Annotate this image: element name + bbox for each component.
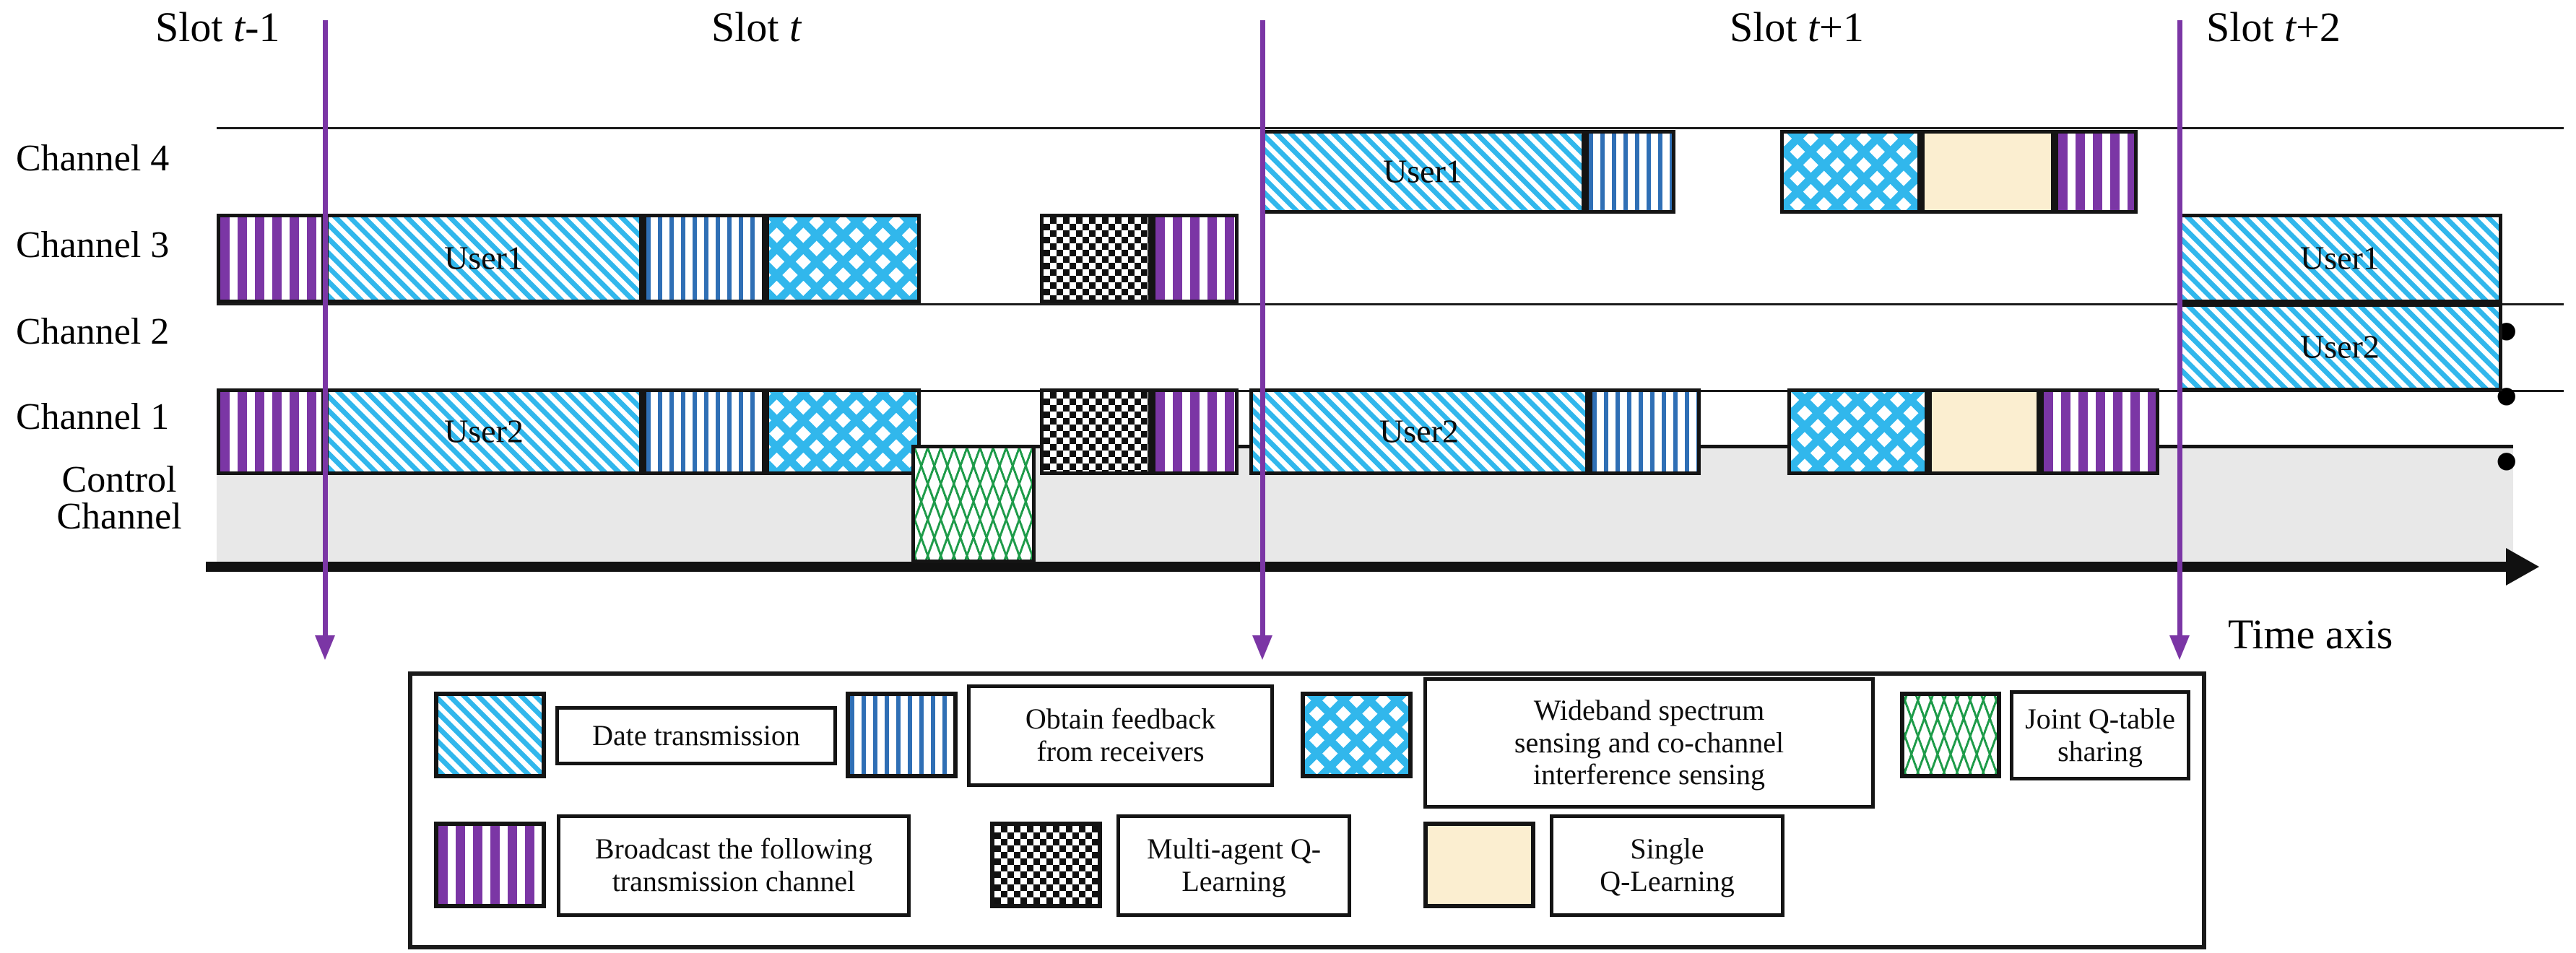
block-label: User1 <box>2300 239 2380 277</box>
block-ch1-data-transmission-user2-slot-t-plus-1[interactable]: User2 <box>1249 388 1589 475</box>
slot-label-t-minus-1: Slot t-1 <box>155 4 280 51</box>
legend-swatch-data-transmission <box>434 692 546 778</box>
legend-label-multi-agent-q: Multi-agent Q- Learning <box>1116 814 1351 917</box>
block-ch4-wideband-sensing[interactable] <box>1780 130 1921 214</box>
channel-label-channel-2: Channel 2 <box>16 311 170 352</box>
block-label: User1 <box>1383 152 1462 190</box>
block-ch3-broadcast-channel-slot-t[interactable] <box>1152 214 1239 303</box>
block-ch1-data-transmission-user2[interactable]: User2 <box>325 388 643 475</box>
slot-divider-t <box>1260 20 1265 637</box>
time-axis-arrowhead <box>2506 548 2539 586</box>
block-ch4-single-q-learning[interactable] <box>1921 130 2055 214</box>
block-label: User1 <box>444 239 524 277</box>
block-ch1-obtain-feedback-slot-t-plus-1[interactable] <box>1589 388 1701 475</box>
block-label: User2 <box>444 412 524 450</box>
slot-divider-arrowhead-t <box>1252 635 1272 660</box>
slot-divider-t-plus-1 <box>2177 20 2182 637</box>
channel-label-control-channel: Control Channel <box>22 459 217 537</box>
time-axis-label: Time axis <box>2228 611 2393 658</box>
control-channel-line-1: Control <box>61 459 177 500</box>
legend-label-joint-q-sharing: Joint Q-table sharing <box>2010 690 2190 780</box>
block-ch3-multi-agent-q-learning[interactable] <box>1040 214 1152 303</box>
legend-swatch-broadcast-channel <box>434 822 546 908</box>
legend-label-broadcast-channel: Broadcast the following transmission cha… <box>557 814 911 917</box>
slot-divider-arrowhead-t-minus-1 <box>315 635 335 660</box>
legend-swatch-single-q <box>1423 822 1535 908</box>
channel-label-channel-1: Channel 1 <box>16 396 170 438</box>
legend-swatch-wideband-sensing <box>1301 692 1413 778</box>
block-ch3-wideband-sensing[interactable] <box>766 214 921 303</box>
block-label: User2 <box>2300 328 2380 365</box>
slot-label-t: Slot t <box>711 4 802 51</box>
guide-line-top <box>217 127 2564 129</box>
legend-label-obtain-feedback: Obtain feedback from receivers <box>967 684 1274 787</box>
legend-label-data-transmission: Date transmission <box>555 706 837 765</box>
block-ch1-multi-agent-q-learning[interactable] <box>1040 388 1152 475</box>
block-ch1-broadcast-channel-slot-t-plus-1[interactable] <box>2040 388 2159 475</box>
legend-label-wideband-sensing: Wideband spectrum sensing and co-channel… <box>1423 677 1875 809</box>
block-ch3-obtain-feedback[interactable] <box>643 214 766 303</box>
control-channel-line-2: Channel <box>56 495 182 537</box>
block-ch3-data-transmission-user1[interactable]: User1 <box>325 214 643 303</box>
slot-divider-t-minus-1 <box>323 20 328 637</box>
block-ch1-broadcast-channel-slot-t-minus-1[interactable] <box>217 388 325 475</box>
block-ch4-data-transmission-user1[interactable]: User1 <box>1260 130 1585 214</box>
legend-box: Date transmission Obtain feedback from r… <box>408 671 2206 949</box>
time-axis-line <box>206 562 2510 572</box>
legend-swatch-joint-q-sharing <box>1900 692 2001 778</box>
block-ch3-data-transmission-user1-slot-t-plus-2[interactable]: User1 <box>2177 214 2502 303</box>
block-ch2-data-transmission-user2-slot-t-plus-2[interactable]: User2 <box>2177 303 2502 391</box>
block-ch4-obtain-feedback[interactable] <box>1585 130 1675 214</box>
block-ch1-wideband-sensing-slot-t-plus-1[interactable] <box>1787 388 1928 475</box>
block-ch1-obtain-feedback[interactable] <box>643 388 766 475</box>
block-label: User2 <box>1379 412 1459 450</box>
slot-divider-arrowhead-t-plus-1 <box>2169 635 2190 660</box>
channel-label-channel-3: Channel 3 <box>16 225 170 266</box>
block-ch3-broadcast-channel-slot-t-minus-1[interactable] <box>217 214 325 303</box>
block-ch1-wideband-sensing[interactable] <box>766 388 921 475</box>
legend-swatch-obtain-feedback <box>846 692 958 778</box>
continuation-ellipsis: • • • <box>2495 296 2528 497</box>
legend-label-single-q: Single Q-Learning <box>1550 814 1784 917</box>
block-control-joint-q-table-sharing[interactable] <box>911 445 1036 563</box>
legend-swatch-multi-agent-q <box>990 822 1102 908</box>
guide-line-ch3-ch2 <box>217 303 2564 305</box>
slot-label-t-plus-2: Slot t+2 <box>2206 4 2341 51</box>
slot-label-t-plus-1: Slot t+1 <box>1730 4 1864 51</box>
block-ch1-single-q-learning[interactable] <box>1928 388 2040 475</box>
block-ch1-broadcast-channel-slot-t[interactable] <box>1152 388 1239 475</box>
block-ch4-broadcast-channel[interactable] <box>2055 130 2138 214</box>
channel-label-channel-4: Channel 4 <box>16 138 170 179</box>
